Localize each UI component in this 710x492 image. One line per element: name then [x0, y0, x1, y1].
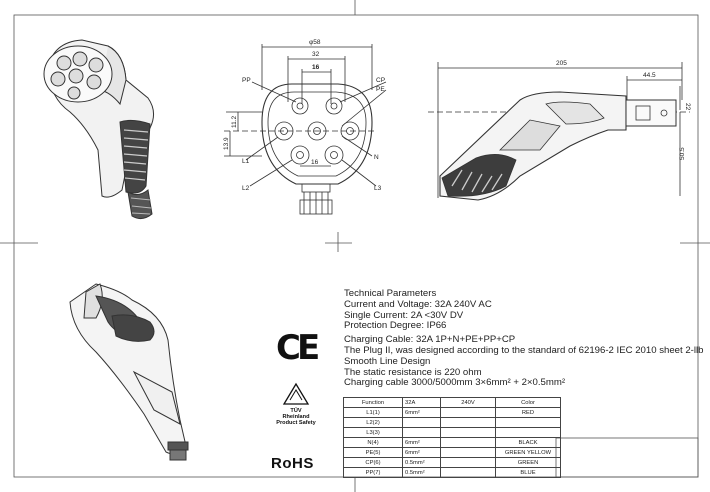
dim-head: 44.5	[643, 72, 656, 79]
table-cell: 0.5mm²	[402, 457, 441, 468]
table-header-cell: Function	[343, 397, 403, 408]
side-view-labels: 205 44.5 22 50.5	[556, 60, 691, 160]
dim-tip: 22	[684, 103, 691, 111]
tuv-line: Rheinland	[282, 414, 310, 421]
dim-top-width: 32	[312, 51, 320, 58]
pin-label-pe: PE	[376, 86, 385, 93]
table-cell: 6mm²	[402, 447, 441, 458]
ce-mark: CE	[276, 328, 320, 368]
table-row: PP(7) 0.5mm² BLUE	[343, 467, 561, 478]
rohs-mark: RoHS	[271, 455, 314, 472]
tuv-mark: TÜV Rheinland Product Safety	[268, 408, 324, 427]
plug-perspective-view	[43, 39, 154, 220]
spec-heading: Technical Parameters	[344, 288, 437, 299]
table-cell	[402, 417, 441, 428]
table-cell: L3(3)	[343, 427, 403, 438]
table-cell: GREEN YELLOW	[495, 447, 561, 458]
spec-line: Current and Voltage: 32A 240V AC	[344, 298, 492, 310]
dim-inner-bottom: 16	[311, 159, 319, 166]
spec-line: Single Current: 2A <30V DV	[344, 309, 464, 321]
table-cell: CP(6)	[343, 457, 403, 468]
dim-height: 50.5	[679, 147, 686, 160]
dim-inner-top: 16	[312, 64, 320, 71]
table-cell	[440, 407, 496, 418]
tuv-triangle-icon	[282, 382, 310, 405]
table-row: CP(6) 0.5mm² GREEN	[343, 457, 561, 468]
table-cell: PE(5)	[343, 447, 403, 458]
table-cell: BLUE	[495, 467, 561, 478]
spec-line: The static resistance is 220 ohm	[344, 366, 482, 378]
technical-parameters: Technical Parameters Current and Voltage…	[344, 288, 704, 389]
side-view	[428, 62, 690, 201]
pin-label-pp: PP	[242, 77, 251, 84]
plug-bottom-view	[69, 283, 189, 461]
table-header-row: Function 32A 240V Color	[343, 397, 561, 408]
table-cell	[440, 437, 496, 448]
table-cell: L2(2)	[343, 417, 403, 428]
table-row: L3(3)	[343, 427, 561, 438]
title-block	[555, 437, 699, 478]
front-view	[224, 44, 387, 215]
dim-length: 205	[556, 60, 567, 67]
pin-label-n: N	[374, 154, 379, 161]
table-cell: 6mm²	[402, 407, 441, 418]
table-header-cell: 32A	[402, 397, 441, 408]
dim-left-a: 11.2	[231, 115, 238, 128]
spec-line: Charging cable 3000/5000mm 3×6mm² + 2×0.…	[344, 377, 566, 389]
table-header-cell: 240V	[440, 397, 496, 408]
pin-label-cp: CP	[376, 77, 385, 84]
table-row: N(4) 6mm² BLACK	[343, 437, 561, 448]
tuv-line: Product Safety	[276, 420, 316, 427]
table-cell	[495, 427, 561, 438]
table-cell	[495, 417, 561, 428]
table-cell	[440, 457, 496, 468]
table-cell	[440, 427, 496, 438]
dim-left-b: 13.9	[223, 137, 230, 150]
pin-label-l3: L3	[374, 185, 382, 192]
wiring-table: Function 32A 240V Color L1(1) 6mm² RED L…	[343, 397, 561, 478]
spec-line: Smooth Line Design	[344, 355, 431, 367]
dim-outer-diameter: φ58	[309, 39, 321, 46]
table-cell: BLACK	[495, 437, 561, 448]
table-cell: 6mm²	[402, 437, 441, 448]
table-cell: N(4)	[343, 437, 403, 448]
pin-label-l1: L1	[242, 158, 250, 165]
table-row: L2(2)	[343, 417, 561, 428]
pin-holes	[274, 97, 360, 165]
table-cell: PP(7)	[343, 467, 403, 478]
spec-line: Charging Cable: 32A 1P+N+PE+PP+CP	[344, 334, 516, 346]
table-cell: L1(1)	[343, 407, 403, 418]
table-cell: GREEN	[495, 457, 561, 468]
table-header-cell: Color	[495, 397, 561, 408]
table-cell: RED	[495, 407, 561, 418]
table-row: PE(5) 6mm² GREEN YELLOW	[343, 447, 561, 458]
table-cell: 0.5mm²	[402, 467, 441, 478]
table-cell	[440, 467, 496, 478]
tuv-line: TÜV	[290, 408, 302, 414]
table-cell	[402, 427, 441, 438]
pin-label-l2: L2	[242, 185, 250, 192]
spec-line: The Plug II, was designed according to t…	[344, 344, 704, 356]
table-cell	[440, 447, 496, 458]
table-cell	[440, 417, 496, 428]
front-view-labels: φ58 32 16 16 11.2 13.9 PP CP PE L1 N L2 …	[223, 39, 385, 192]
spec-line: Protection Degree: IP66	[344, 320, 447, 332]
table-row: L1(1) 6mm² RED	[343, 407, 561, 418]
